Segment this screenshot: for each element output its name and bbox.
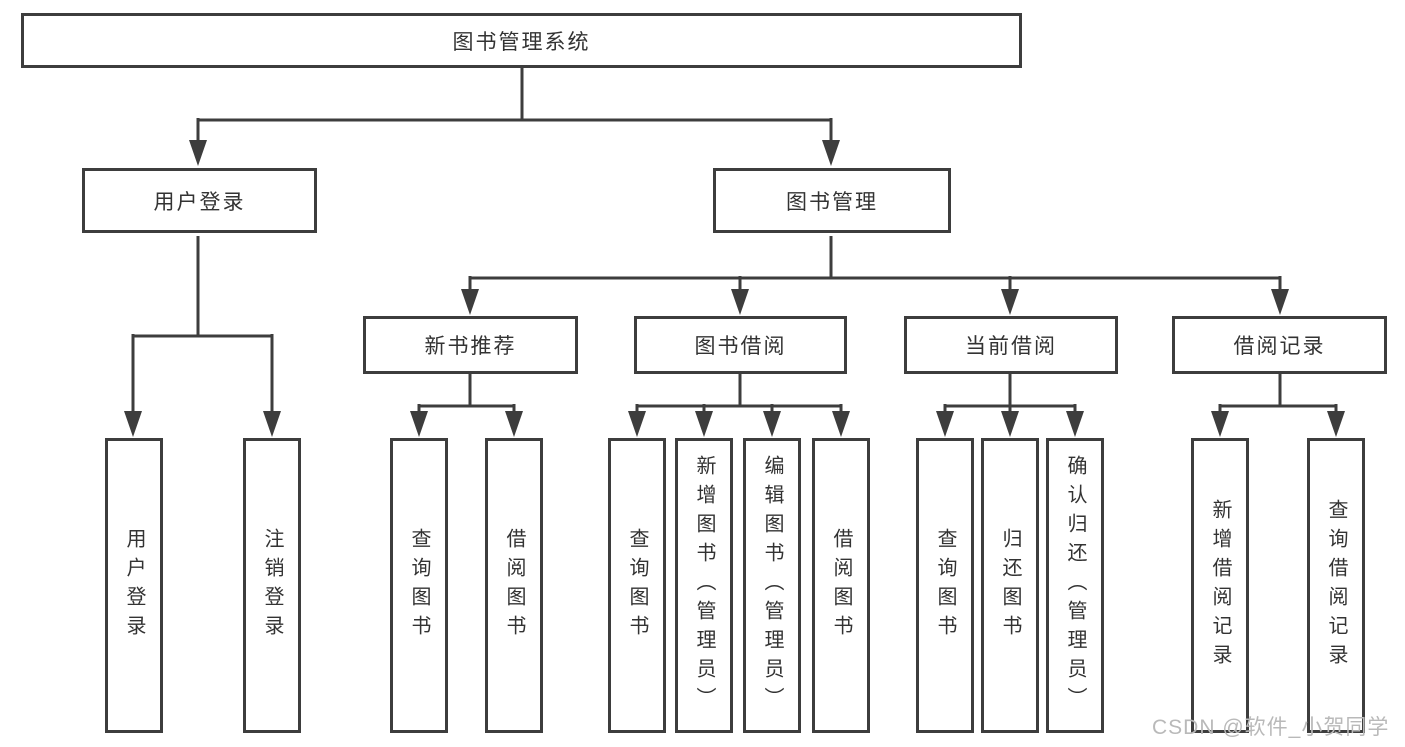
leaf-add-borrow-record-label: 新增借阅记录 xyxy=(1209,498,1231,673)
leaf-edit-book-admin: 编辑图书（管理员） xyxy=(743,438,801,733)
leaf-return-book-label: 归还图书 xyxy=(999,527,1021,644)
leaf-borrow-books-label: 借阅图书 xyxy=(830,527,852,644)
node-user-login-label: 用户登录 xyxy=(153,190,246,214)
leaf-edit-book-admin-label: 编辑图书（管理员） xyxy=(761,455,783,716)
leaf-add-book-admin-label: 新增图书（管理员） xyxy=(693,455,715,716)
node-root: 图书管理系统 xyxy=(21,13,1022,68)
node-root-label: 图书管理系统 xyxy=(452,30,591,54)
leaf-logout-label: 注销登录 xyxy=(261,527,283,644)
node-new-book-recommend-label: 新书推荐 xyxy=(424,335,517,358)
node-current-borrow-label: 当前借阅 xyxy=(965,335,1057,358)
node-book-management: 图书管理 xyxy=(713,168,951,233)
node-book-borrow-label: 图书借阅 xyxy=(694,335,787,358)
leaf-logout: 注销登录 xyxy=(243,438,301,733)
leaf-query-books-borrow-label: 查询图书 xyxy=(626,527,648,644)
node-book-borrow: 图书借阅 xyxy=(634,316,847,374)
node-new-book-recommend: 新书推荐 xyxy=(363,316,578,374)
leaf-add-borrow-record: 新增借阅记录 xyxy=(1191,438,1249,733)
leaf-query-books-recommend: 查询图书 xyxy=(390,438,448,733)
leaf-return-book: 归还图书 xyxy=(981,438,1039,733)
leaf-confirm-return-admin: 确认归还（管理员） xyxy=(1046,438,1104,733)
leaf-add-book-admin: 新增图书（管理员） xyxy=(675,438,733,733)
node-book-management-label: 图书管理 xyxy=(786,190,878,214)
leaf-borrow-books: 借阅图书 xyxy=(812,438,870,733)
leaf-confirm-return-admin-label: 确认归还（管理员） xyxy=(1064,455,1086,716)
leaf-borrow-books-recommend: 借阅图书 xyxy=(485,438,543,733)
leaf-user-login-label: 用户登录 xyxy=(123,527,145,644)
leaf-query-books-current-label: 查询图书 xyxy=(934,527,956,644)
node-current-borrow: 当前借阅 xyxy=(904,316,1118,374)
leaf-query-books-borrow: 查询图书 xyxy=(608,438,666,733)
csdn-watermark: CSDN @软件_小贺同学 xyxy=(1152,716,1390,739)
node-borrow-records-label: 借阅记录 xyxy=(1233,335,1326,358)
leaf-query-books-recommend-label: 查询图书 xyxy=(408,527,430,644)
leaf-query-borrow-record-label: 查询借阅记录 xyxy=(1325,498,1347,673)
leaf-user-login: 用户登录 xyxy=(105,438,163,733)
leaf-query-books-current: 查询图书 xyxy=(916,438,974,733)
node-user-login: 用户登录 xyxy=(82,168,317,233)
leaf-query-borrow-record: 查询借阅记录 xyxy=(1307,438,1365,733)
node-borrow-records: 借阅记录 xyxy=(1172,316,1387,374)
leaf-borrow-books-recommend-label: 借阅图书 xyxy=(503,527,525,644)
